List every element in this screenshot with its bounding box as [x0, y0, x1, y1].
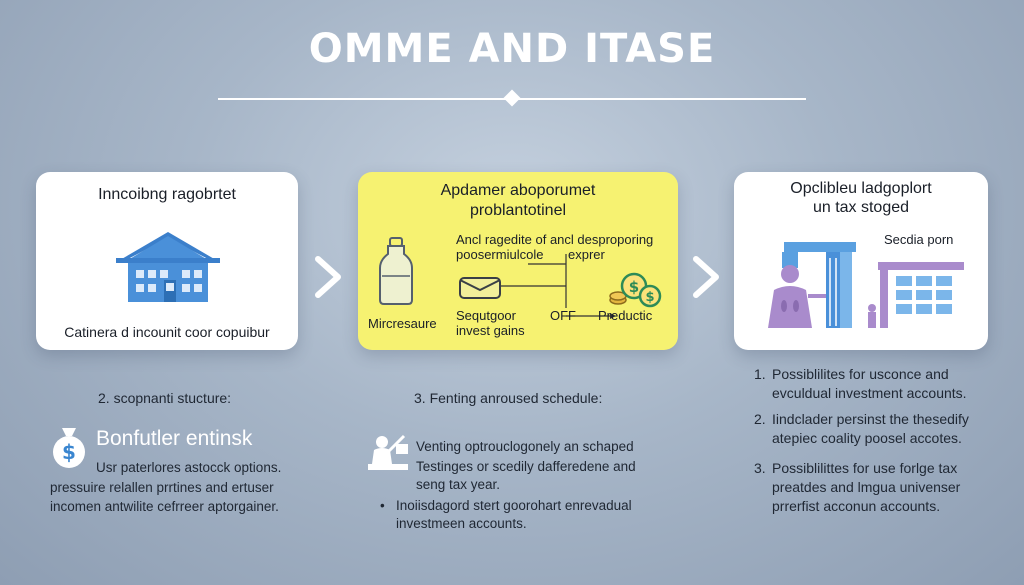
- card-2-note-right: exprer: [568, 247, 605, 262]
- card-2-title-2: problantotinel: [469, 202, 567, 219]
- list-item-2-line-1: Iindclader persinst the thesedify: [772, 411, 969, 427]
- card-2-left-label: Mircresaure: [368, 316, 437, 331]
- divider-diamond-icon: [503, 89, 521, 107]
- bullet-icon: •: [380, 498, 385, 513]
- page-title: OMME AND ITASE: [308, 26, 716, 72]
- svg-text:$: $: [62, 440, 76, 464]
- section-2-line-3: seng tax year.: [416, 477, 501, 492]
- envelope-icon: [459, 277, 501, 299]
- svg-text:$: $: [645, 290, 654, 305]
- list-item-1-num: 1.: [754, 366, 766, 382]
- card-3-title-1: Opclibleu ladgoplort: [790, 180, 932, 197]
- list-item-3-line-3: prrerfist acconun accounts.: [772, 498, 941, 514]
- card-2-right-label: Preductic: [598, 308, 653, 323]
- section-1-heading: 2. scopnanti stucture:: [98, 390, 232, 406]
- chevron-right-icon: [315, 256, 341, 298]
- card-incoming: Inncoibng ragobrtet Catinera d incounit …: [36, 172, 298, 350]
- section-1-line-1: Usr paterlores astocck options.: [96, 460, 282, 475]
- section-1-line-3: incomen antwilite cefrreer aptorgainer.: [50, 499, 279, 514]
- section-2-bullet-2: investmeen accounts.: [396, 516, 527, 531]
- card-2-note-2: poosermiulcole: [456, 247, 544, 262]
- card-2-title-1: Apdamer aboporumet: [440, 182, 596, 199]
- list-item-1-line-1: Possiblilites for usconce and: [772, 366, 949, 382]
- section-2-heading: 3. Fenting anroused schedule:: [414, 390, 603, 406]
- section-2-line-1: Venting optrouclogonely an schaped: [416, 439, 634, 454]
- card-1-title: Inncoibng ragobrtet: [98, 186, 236, 203]
- card-2-mid-label-1: Sequtgoor: [456, 308, 516, 323]
- presenter-icon: [368, 434, 408, 470]
- section-1-line-2: pressuire relallen prrtines and ertuser: [50, 480, 274, 495]
- dashboard-icon: [868, 262, 964, 328]
- list-item-2-num: 2.: [754, 411, 766, 427]
- list-item-1-line-2: evculdual investment accounts.: [772, 385, 967, 401]
- card-approach: Apdamer aboporumet problantotinel Ancl r…: [358, 172, 678, 350]
- factory-worker-icon: [768, 242, 856, 328]
- section-2-line-2: Testinges or scedily dafferedene and: [416, 459, 636, 474]
- card-3-side-label: Secdia porn: [884, 232, 954, 247]
- coins-icon: $ $: [609, 272, 662, 308]
- section-2-bullet-1: Inoiisdagord stert goorohart enrevadual: [396, 498, 632, 513]
- card-2-off-label: OFF: [550, 308, 576, 323]
- card-1-caption: Catinera d incounit coor copuibur: [64, 324, 270, 340]
- card-options: Opclibleu ladgoplort un tax stoged Secdi…: [734, 172, 988, 350]
- money-bag-icon: $: [53, 428, 85, 468]
- card-2-mid-label-2: invest gains: [456, 323, 525, 338]
- card-3-title-2: un tax stoged: [812, 199, 910, 216]
- house-icon: [116, 232, 220, 302]
- flow-lines: [498, 254, 616, 319]
- list-item-3-line-1: Possiblilittes for use forlge tax: [772, 460, 958, 476]
- card-2-note-1: Ancl ragedite of ancl desproporing: [456, 232, 654, 247]
- list-item-3-num: 3.: [754, 460, 766, 476]
- bottle-icon: [379, 237, 413, 305]
- svg-text:$: $: [629, 278, 639, 296]
- list-item-3-line-2: preatdes and lmgua univenser: [772, 479, 961, 495]
- chevron-right-icon: [693, 256, 719, 298]
- list-item-2-line-2: atepiec coality poosel accotes.: [772, 430, 962, 446]
- section-1-big-line: Bonfutler entinsk: [96, 427, 253, 450]
